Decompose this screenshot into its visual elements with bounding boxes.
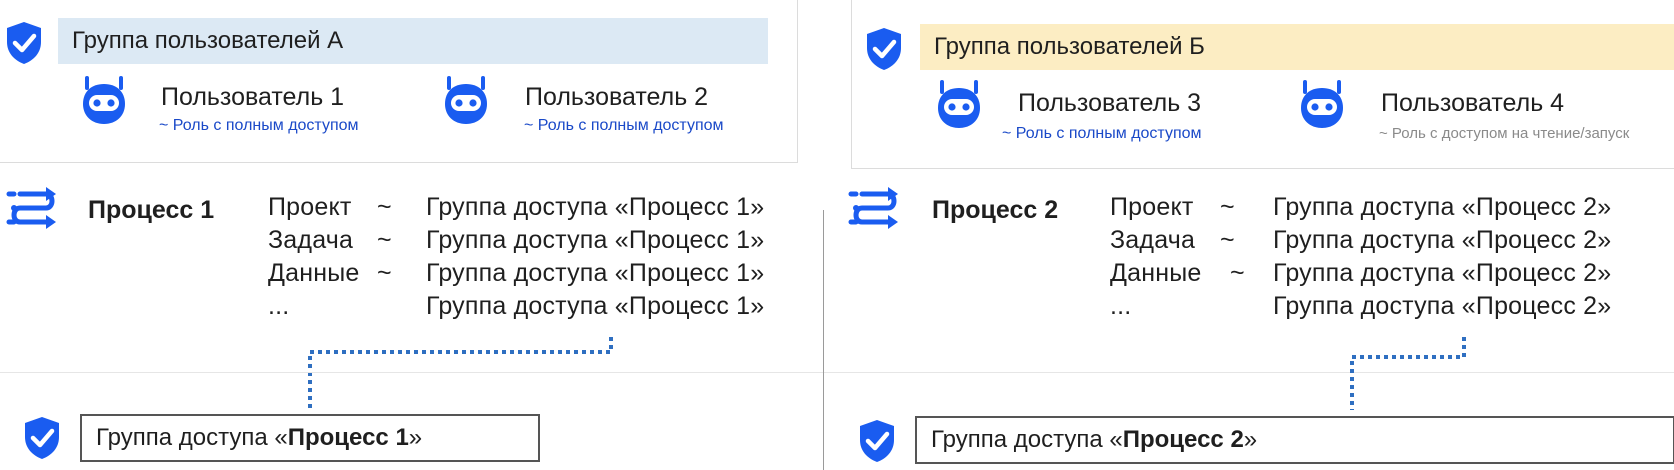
access-group-box-1: Группа доступа «Процесс 1» — [80, 414, 540, 462]
user-role-3: ~ Роль с полным доступом — [1002, 125, 1202, 142]
access-group-suffix: » — [408, 424, 423, 451]
user-role-1: ~ Роль с полным доступом — [159, 117, 359, 134]
user-name-2: Пользователь 2 — [525, 83, 709, 111]
row-key: ... — [1110, 292, 1132, 320]
row-key: Проект — [268, 193, 352, 221]
row-value: Группа доступа «Процесс 2» — [1273, 292, 1612, 320]
user-name-1: Пользователь 1 — [161, 83, 345, 111]
row-tilde: ~ — [1220, 226, 1235, 254]
row-value: Группа доступа «Процесс 1» — [426, 193, 765, 221]
row-key: Данные — [268, 259, 360, 287]
row-key: ... — [268, 292, 290, 320]
row-key: Задача — [268, 226, 354, 254]
user-role-4: ~ Роль с доступом на чтение/запуск — [1379, 125, 1630, 142]
row-value: Группа доступа «Процесс 2» — [1273, 259, 1612, 287]
user-role-2: ~ Роль с полным доступом — [524, 117, 724, 134]
vertical-divider — [823, 210, 824, 470]
access-group-name: Процесс 1 — [287, 424, 409, 451]
row-value: Группа доступа «Процесс 1» — [426, 226, 765, 254]
row-key: Данные — [1110, 259, 1202, 287]
row-tilde: ~ — [377, 259, 392, 287]
row-tilde: ~ — [1230, 259, 1245, 287]
horizontal-divider — [0, 372, 1674, 373]
process-name-1: Процесс 1 — [88, 196, 215, 224]
dotted-connector — [308, 337, 613, 410]
row-value: Группа доступа «Процесс 1» — [426, 259, 765, 287]
row-value: Группа доступа «Процесс 2» — [1273, 193, 1612, 221]
access-group-prefix: Группа доступа « — [96, 424, 288, 451]
user-name-3: Пользователь 3 — [1018, 89, 1202, 117]
row-tilde: ~ — [377, 193, 392, 221]
shield-check-icon — [857, 418, 897, 464]
access-group-name: Процесс 2 — [1122, 426, 1244, 453]
row-tilde: ~ — [377, 226, 392, 254]
group-title-a: Группа пользователей А — [58, 18, 768, 64]
access-group-prefix: Группа доступа « — [931, 426, 1123, 453]
row-key: Задача — [1110, 226, 1196, 254]
row-key: Проект — [1110, 193, 1194, 221]
access-group-box-2: Группа доступа «Процесс 2» — [915, 416, 1674, 464]
row-value: Группа доступа «Процесс 2» — [1273, 226, 1612, 254]
user-name-4: Пользователь 4 — [1381, 89, 1565, 117]
process-name-2: Процесс 2 — [932, 196, 1059, 224]
access-group-suffix: » — [1243, 426, 1258, 453]
row-tilde: ~ — [1220, 193, 1235, 221]
row-value: Группа доступа «Процесс 1» — [426, 292, 765, 320]
group-title-b: Группа пользователей Б — [920, 24, 1674, 70]
